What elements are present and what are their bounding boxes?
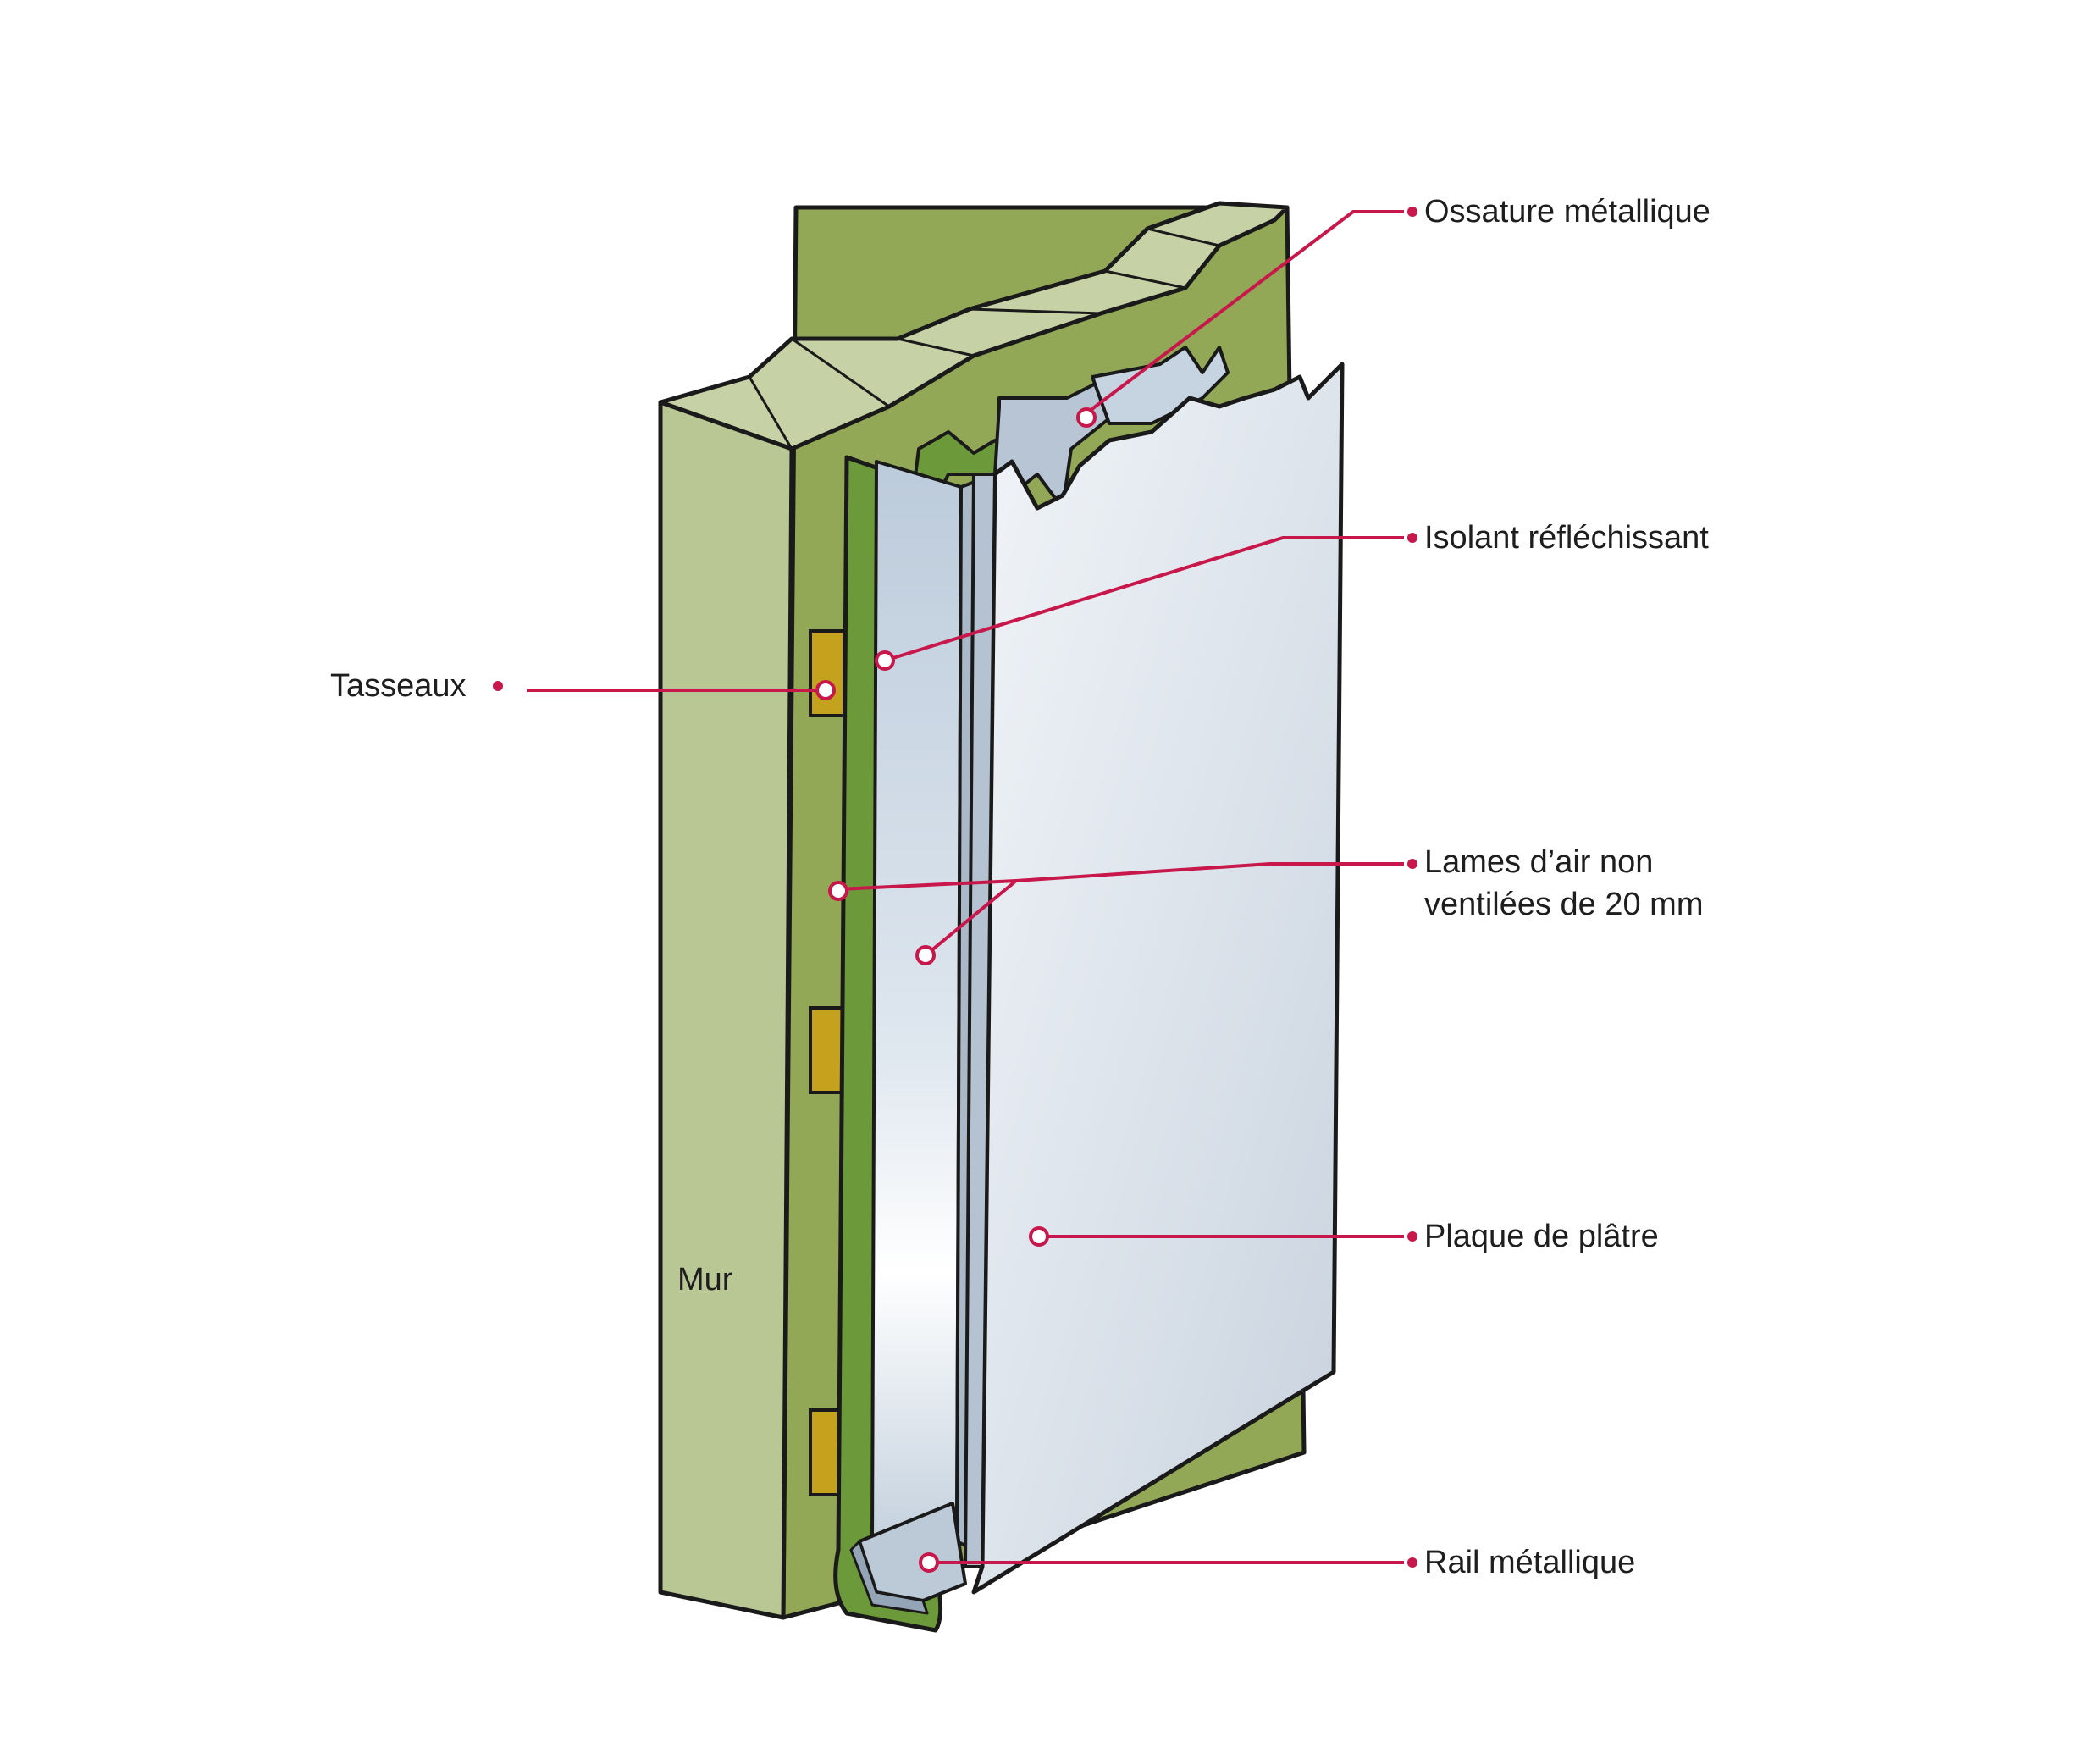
marker-isolant [875, 650, 895, 671]
metal-rail [849, 1502, 967, 1615]
label-tasseaux: Tasseaux [330, 668, 467, 704]
wall-front-face [658, 400, 794, 1620]
leader-ossature [1085, 210, 1404, 415]
bullet-isolant [1407, 533, 1418, 543]
batten-2 [809, 1006, 846, 1094]
label-plaque-de-platre: Plaque de plâtre [1424, 1219, 1659, 1254]
leader-lames-1 [837, 862, 1404, 891]
label-ossature-metallique: Ossature métallique [1424, 194, 1710, 230]
rail-lip [849, 1540, 929, 1615]
label-rail-metallique: Rail métallique [1424, 1545, 1636, 1580]
bullet-lames [1407, 859, 1418, 869]
marker-lames-2 [915, 945, 936, 965]
leader-isolant [884, 536, 1404, 662]
bullet-ossature [1407, 207, 1418, 217]
label-mur: Mur [677, 1262, 733, 1297]
bullet-tasseaux [493, 681, 503, 691]
metal-stud-top-back [1091, 346, 1230, 425]
label-lames-air-line2: ventilées de 20 mm [1424, 887, 1704, 922]
leader-lames-2 [924, 879, 1018, 957]
batten-1 [809, 629, 846, 717]
marker-plaque [1029, 1226, 1049, 1247]
plasterboard [971, 362, 1345, 1595]
plasterboard-edge [964, 473, 997, 1568]
wall-top-facets [748, 227, 1220, 450]
bullet-rail [1407, 1557, 1418, 1568]
marker-tasseaux [815, 680, 836, 700]
leader-lines [527, 210, 1404, 1564]
marker-rail [919, 1552, 939, 1573]
bullet-plaque [1407, 1231, 1418, 1242]
label-isolant-reflechissant: Isolant réfléchissant [1424, 520, 1709, 556]
wall-top-face [658, 201, 1290, 451]
air-gap-foil [870, 460, 963, 1543]
label-lames-air-line1: Lames d’air non [1424, 844, 1654, 880]
leader-markers [815, 407, 1097, 1573]
label-bullets [493, 207, 1418, 1568]
marker-lames-1 [828, 881, 848, 901]
marker-ossature [1076, 407, 1097, 428]
